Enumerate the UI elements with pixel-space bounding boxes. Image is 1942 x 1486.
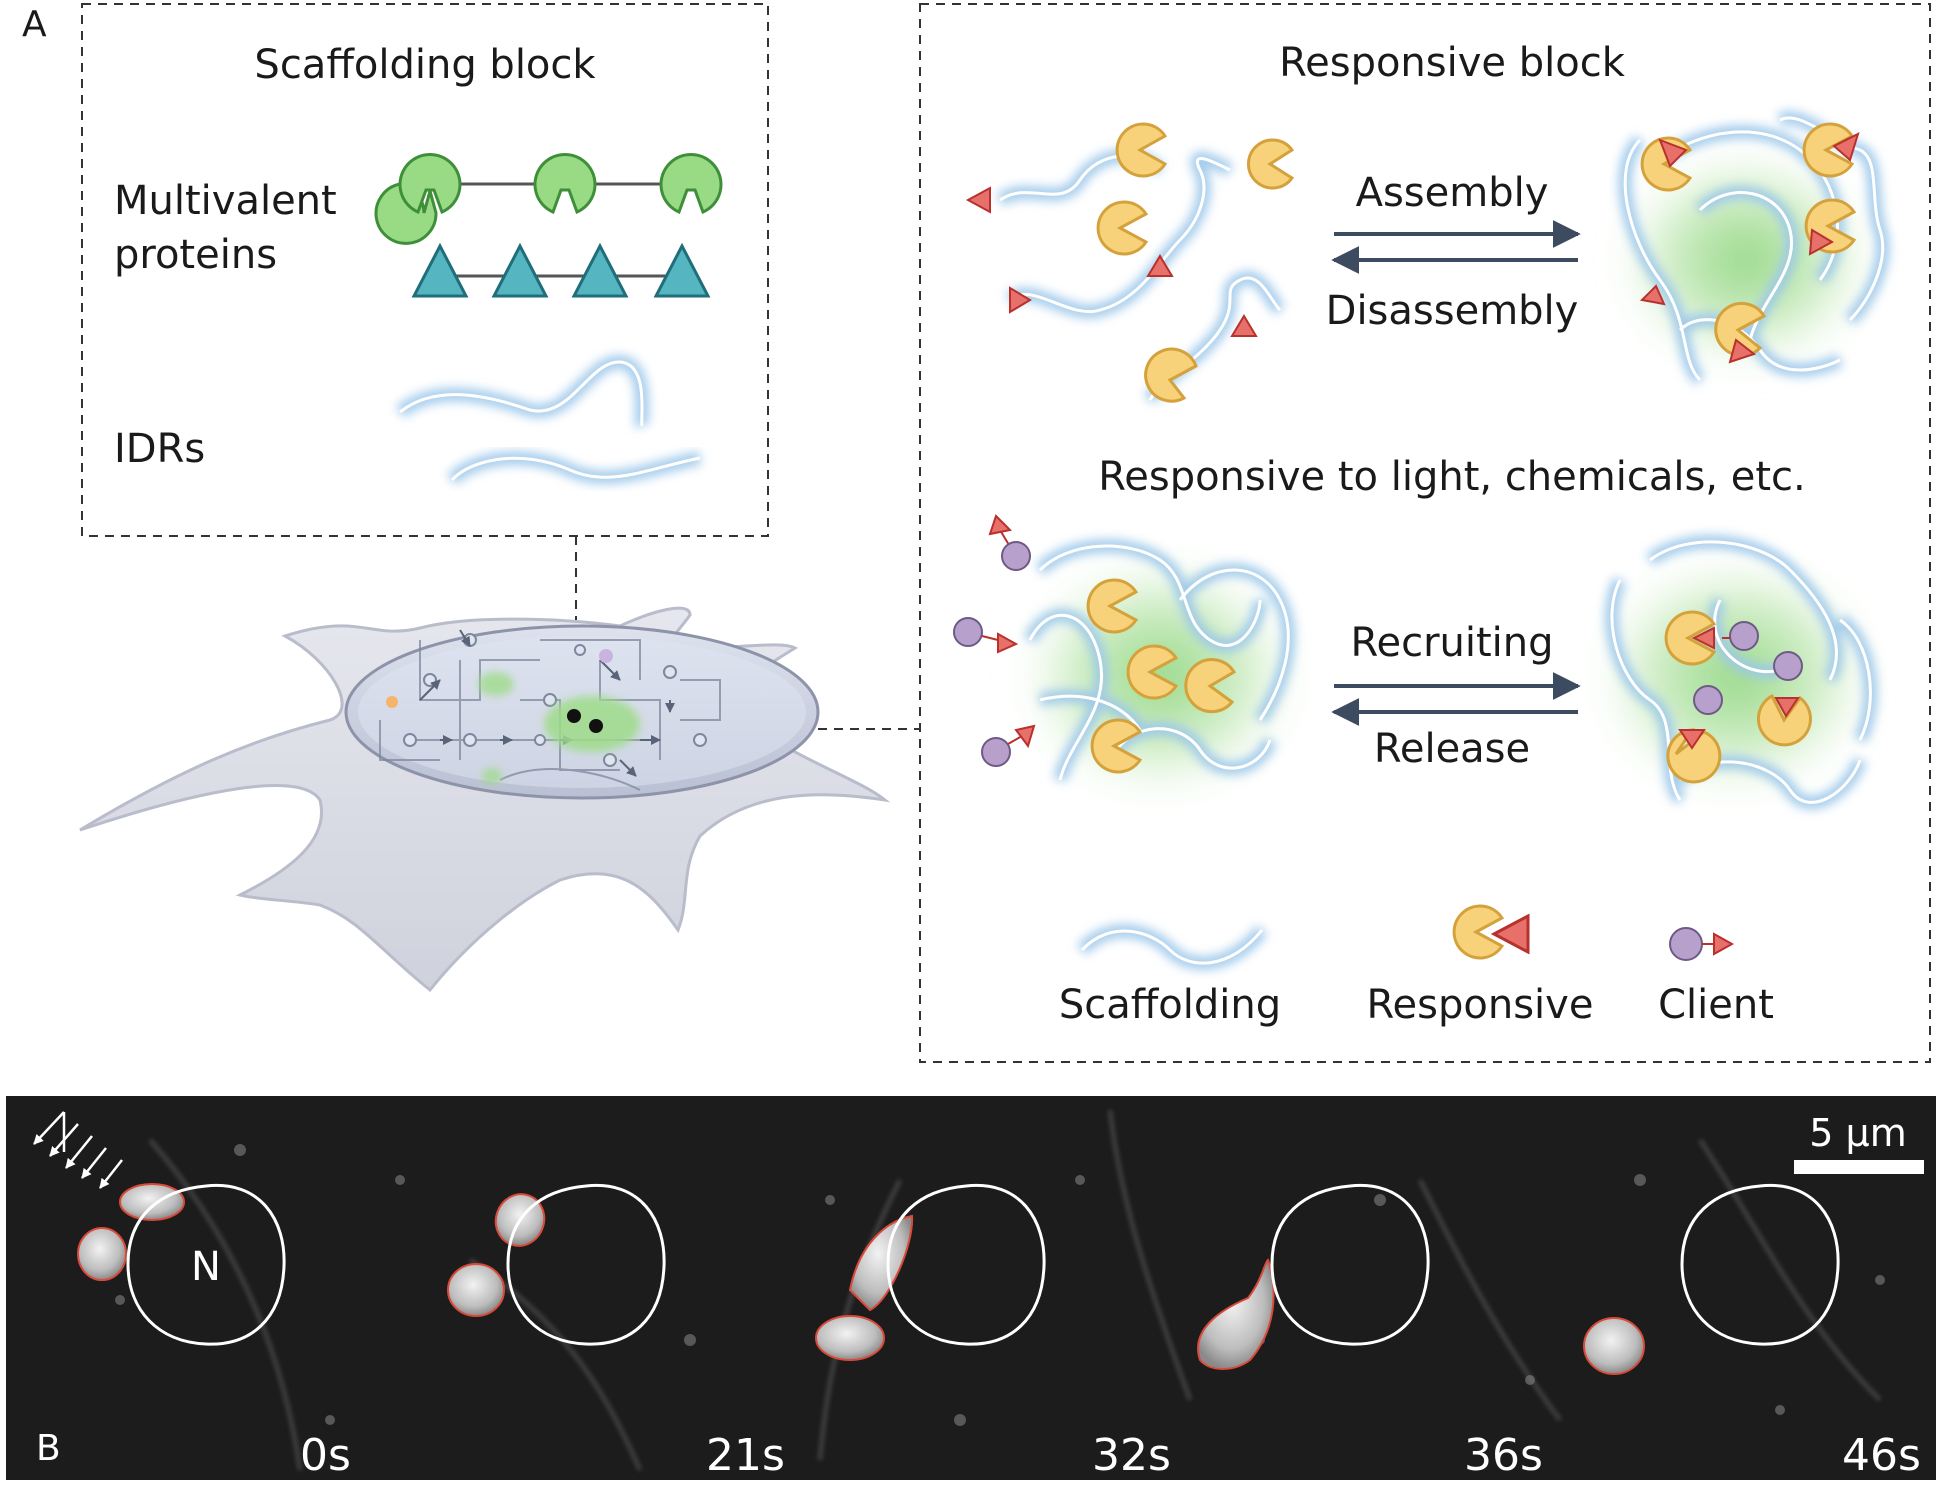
dispersed-state — [965, 122, 1295, 404]
timestamp: 36s — [1464, 1430, 1543, 1481]
client-icon — [981, 724, 1036, 767]
responsive-pacman-icon — [1144, 347, 1198, 403]
responsive-subtitle: Responsive to light, chemicals, etc. — [1098, 454, 1805, 500]
legend-scaffolding-icon — [1076, 924, 1268, 970]
responsive-pacman-icon — [1247, 138, 1295, 190]
scale-bar-label: 5 µm — [1809, 1111, 1906, 1155]
cell-illustration — [79, 606, 891, 993]
responsive-pacman-icon — [1096, 200, 1149, 256]
nucleus-outline — [126, 1183, 286, 1346]
legend: Scaffolding Responsive Client — [1059, 904, 1774, 1028]
condensate-before-recruit — [953, 514, 1300, 796]
nucleus-outline — [1680, 1183, 1840, 1346]
responsive-pacman-icon — [1666, 728, 1722, 784]
condensate-blob — [815, 1315, 885, 1361]
frame-21s — [447, 1183, 666, 1346]
red-triangle-icon — [1832, 132, 1860, 162]
responsive-pacman-icon — [1802, 122, 1855, 178]
flow-arrows-icon — [33, 1111, 123, 1189]
condensate-after-recruit — [1596, 534, 1878, 810]
red-triangle-icon — [1678, 729, 1706, 750]
client-icon — [1773, 651, 1803, 681]
assembly-label: Assembly — [1356, 170, 1549, 216]
responsive-block-box — [919, 3, 1931, 1063]
teal-triangle-icon — [491, 242, 549, 298]
red-triangle-icon — [965, 186, 991, 214]
responsive-pacman-icon — [1115, 122, 1168, 178]
condensate-dot — [567, 709, 581, 723]
timestamp: 46s — [1842, 1430, 1921, 1481]
timestamp: 32s — [1092, 1430, 1171, 1481]
condensate-blob — [848, 1214, 914, 1312]
frame-46s — [1583, 1183, 1840, 1375]
condensate-dot — [589, 719, 603, 733]
condensate-blob — [1197, 1258, 1275, 1370]
condensate-blob — [77, 1227, 127, 1281]
multivalent-label: Multivalent — [114, 178, 337, 224]
client-icon — [953, 617, 1019, 654]
red-triangle-icon — [1490, 913, 1530, 955]
frame-32s — [815, 1183, 1046, 1361]
multivalent-triangle-chain — [411, 242, 711, 298]
scale-bar — [1794, 1160, 1924, 1174]
red-triangle-icon — [1658, 138, 1688, 168]
frame-0s: N — [77, 1183, 286, 1346]
idrs-label: IDRs — [114, 426, 205, 472]
red-triangle-icon — [1774, 697, 1800, 718]
nucleus-label: N — [191, 1244, 221, 1290]
red-triangle-icon — [1808, 228, 1835, 256]
teal-triangle-icon — [411, 242, 469, 298]
legend-responsive-icon — [1452, 904, 1505, 960]
recruiting-label: Recruiting — [1350, 620, 1553, 666]
idr-squiggles — [395, 355, 702, 486]
proteins-label: proteins — [114, 232, 277, 278]
client-icon — [988, 514, 1031, 571]
microscopy-strip — [6, 1096, 1936, 1480]
responsive-pacman-icon — [1756, 693, 1812, 747]
timestamp: 0s — [300, 1430, 351, 1481]
red-triangle-icon — [1639, 284, 1666, 306]
green-module-icon — [533, 153, 597, 215]
legend-scaffolding-label: Scaffolding — [1059, 982, 1281, 1028]
legend-responsive-label: Responsive — [1367, 982, 1594, 1028]
condensate-blob — [1583, 1317, 1645, 1375]
red-triangle-icon — [1728, 338, 1757, 364]
nucleus-outline — [1270, 1183, 1430, 1346]
assembled-condensate — [1616, 111, 1890, 385]
client-icon — [1729, 621, 1759, 651]
nucleus-outline — [506, 1183, 666, 1346]
nucleus-outline — [886, 1183, 1046, 1346]
disassembly-label: Disassembly — [1326, 288, 1579, 334]
red-triangle-icon — [1146, 254, 1174, 277]
teal-triangle-icon — [653, 242, 711, 298]
green-module-icon — [659, 153, 723, 215]
legend-client-icon — [1669, 927, 1735, 961]
client-icon — [1693, 685, 1723, 715]
panel-b-letter: B — [36, 1428, 61, 1469]
responsive-pacman-icon — [1090, 718, 1143, 774]
timestamp: 21s — [706, 1430, 785, 1481]
legend-client-label: Client — [1658, 982, 1774, 1028]
red-triangle-icon — [1009, 286, 1032, 314]
panel-a-letter: A — [22, 4, 47, 45]
frame-36s — [1197, 1183, 1430, 1370]
responsive-block-title: Responsive block — [1279, 40, 1626, 86]
green-module-icon — [398, 153, 462, 215]
red-triangle-icon — [1691, 626, 1715, 650]
red-triangle-icon — [1230, 314, 1258, 337]
scaffolding-block-box — [81, 3, 769, 537]
responsive-pacman-icon — [1126, 644, 1179, 700]
condensate-blob — [119, 1183, 185, 1221]
condensate-blob — [447, 1263, 505, 1317]
responsive-pacman-icon — [1664, 610, 1717, 666]
release-label: Release — [1374, 726, 1530, 772]
multivalent-circle-chain — [374, 153, 723, 245]
scaffolding-block-title: Scaffolding block — [254, 42, 596, 88]
teal-triangle-icon — [571, 242, 629, 298]
responsive-pacman-icon — [1184, 658, 1237, 714]
responsive-pacman-icon — [1086, 578, 1139, 634]
